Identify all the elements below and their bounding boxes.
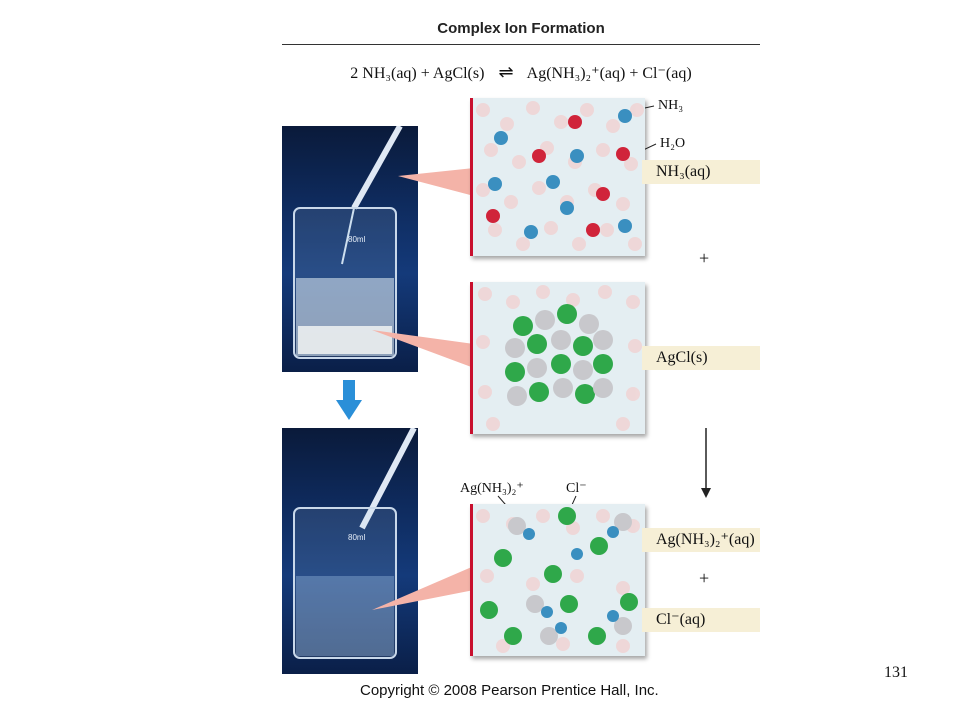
- page-number: 131: [884, 664, 908, 681]
- agcl-lattice: [476, 285, 642, 431]
- agcl-precipitate: [298, 326, 392, 354]
- reaction-arrowhead: [701, 488, 711, 498]
- beaker-mark: 80ml: [348, 533, 366, 542]
- tag-agcl-solid: AgCl(s): [642, 346, 760, 370]
- label-h2o-molecule: H₂O: [660, 136, 686, 151]
- reaction-equation: 2 NH₃(aq) + AgCl(s) ⇌ Ag(NH₃)₂⁺(aq) + Cl…: [282, 62, 760, 83]
- panel-complex-ion-solution: [470, 504, 645, 656]
- tag-complex-ion-aq: Ag(NH₃)₂⁺(aq): [642, 528, 760, 552]
- tag-ammonia-aq: NH₃(aq): [642, 160, 760, 184]
- pipette-tip: [341, 207, 355, 265]
- label-complex-ion: Ag(NH₃)₂⁺: [460, 481, 524, 496]
- beaker-photo-after: 80ml: [282, 428, 418, 674]
- pipette: [351, 126, 403, 210]
- panel-silver-chloride: [470, 282, 645, 434]
- title-divider: [282, 44, 760, 45]
- beaker-photo-before: 80ml: [282, 126, 418, 372]
- clear-solution: [296, 576, 394, 656]
- tag-chloride-aq: Cl⁻(aq): [642, 608, 760, 632]
- beaker-before-illustration: 80ml: [293, 126, 403, 359]
- copyright-notice: Copyright © 2008 Pearson Prentice Hall, …: [360, 682, 659, 699]
- label-chloride-ion: Cl⁻: [566, 481, 587, 496]
- label-nh3-molecule: NH₃: [658, 98, 684, 113]
- complex-ion-molecules: [476, 507, 640, 653]
- pipette: [359, 428, 417, 530]
- beaker-mark: 80ml: [348, 235, 366, 244]
- equation-products: Ag(NH₃)₂⁺(aq) + Cl⁻(aq): [526, 65, 692, 82]
- equilibrium-arrow-icon: ⇌: [498, 62, 514, 82]
- panel-ammonia-solution: [470, 98, 645, 256]
- ammonia-molecules: [476, 101, 644, 251]
- plus-sign-1: +: [699, 248, 710, 268]
- page-title: Complex Ion Formation: [437, 20, 605, 37]
- equation-reactants: 2 NH₃(aq) + AgCl(s): [350, 65, 485, 82]
- plus-sign-2: +: [699, 568, 710, 588]
- beaker-after-illustration: 80ml: [293, 428, 417, 659]
- down-arrow-icon: [336, 380, 362, 420]
